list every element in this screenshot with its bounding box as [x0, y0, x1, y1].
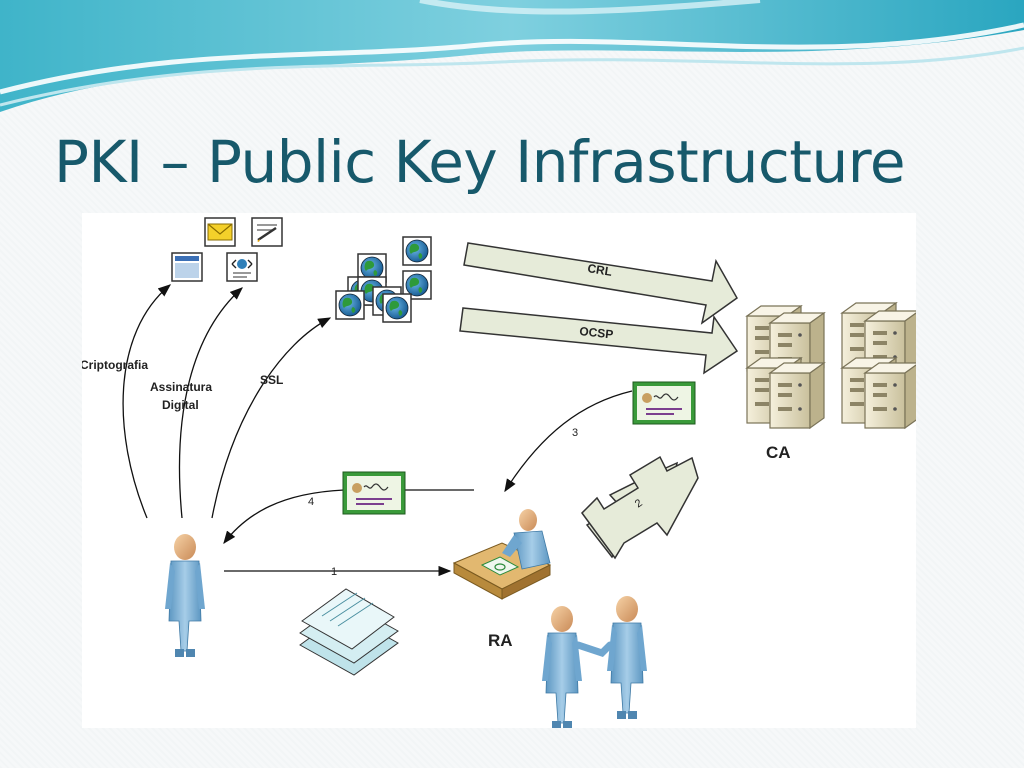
crl-label: CRL	[587, 261, 614, 279]
person-icon	[164, 533, 206, 658]
handshake-icon	[541, 595, 648, 728]
window-icon	[171, 252, 203, 282]
step1-label: 1	[331, 566, 337, 578]
signature-document-icon	[251, 217, 283, 247]
certificate-icon	[632, 381, 696, 425]
header-wave	[0, 0, 1024, 112]
step2-label: 2	[633, 497, 645, 510]
step3-arrow	[504, 390, 633, 493]
step4-label: 4	[308, 496, 314, 508]
step2-double-arrow: 2	[581, 455, 699, 560]
criptografia-label: Criptografia	[82, 358, 148, 372]
diagram-panel	[82, 213, 916, 728]
crl-arrow: CRL	[463, 242, 738, 325]
web-document-icon	[226, 252, 258, 282]
ca-label: CA	[766, 443, 791, 462]
page-title: PKI – Public Key Infrastructure	[54, 128, 906, 196]
assinatura-label-line2: Digital	[162, 398, 199, 412]
server-icon	[746, 302, 916, 429]
step4-arrow	[224, 489, 474, 543]
assinatura-arrow	[178, 287, 243, 519]
certificate-icon	[342, 471, 406, 515]
ssl-label: SSL	[260, 373, 283, 387]
desk-worker-icon	[452, 509, 552, 600]
globe-icon	[335, 236, 432, 323]
step3-label: 3	[572, 427, 578, 439]
document-stack-icon	[299, 588, 399, 676]
ocsp-arrow: OCSP	[459, 307, 739, 375]
ocsp-label: OCSP	[579, 324, 614, 341]
envelope-icon	[204, 217, 236, 247]
pki-diagram: CRL OCSP CA Criptografia Assinatura Digi…	[82, 217, 916, 728]
criptografia-arrow	[122, 284, 172, 519]
ra-label: RA	[488, 631, 513, 650]
assinatura-label-line1: Assinatura	[150, 380, 212, 394]
ssl-arrow	[211, 317, 332, 519]
